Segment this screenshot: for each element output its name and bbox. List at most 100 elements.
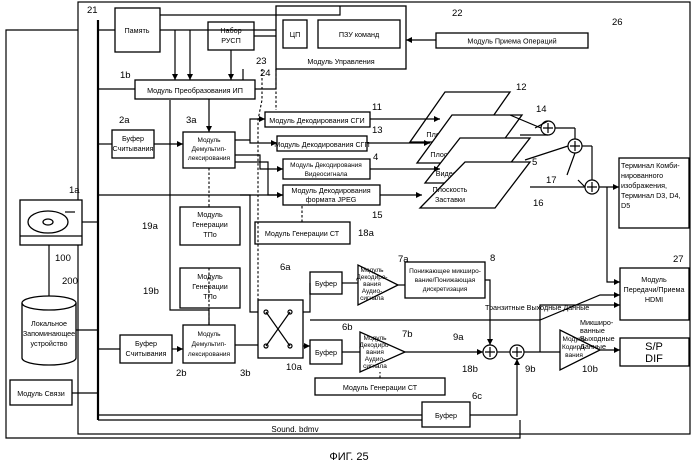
ref-numeral: 5 [532, 157, 537, 168]
control-module-label: Модуль Управления [307, 57, 374, 66]
ref-numeral: 12 [516, 82, 527, 93]
ref-numeral: 6a [280, 262, 291, 273]
video-decode-label-2: Видеосигнала [305, 171, 348, 178]
ref-numeral: 10b [582, 364, 598, 375]
downmix-label-2: вание/Понижающая [415, 277, 476, 284]
audio-dec-b-label-3: вания [366, 349, 384, 356]
ref-numeral: 7a [398, 254, 409, 265]
sgi-decode-label: Модуль Декодирования СГИ [269, 116, 364, 125]
plane-splash-label-2: Заставки [435, 195, 465, 204]
ref-numeral: 200 [62, 276, 78, 287]
read-buffer-b-label-1: Буфер [135, 339, 157, 348]
demux-b-label-3: лексирования [188, 351, 231, 358]
audio-dec-b-label-5: сигнала [363, 363, 387, 370]
terminal-label-4: Терминал D3, D4, [621, 191, 680, 200]
hdmi-label-3: HDMI [645, 295, 663, 304]
buffer-6b-label: Буфер [315, 348, 337, 357]
rom-label: ПЗУ команд [339, 30, 380, 39]
jpeg-decode-label-1: Модуль Декодирования [291, 186, 370, 195]
hdmi-label-2: Передачи/Приема [624, 285, 685, 294]
ref-numeral: 16 [533, 198, 544, 209]
ref-numeral: 4 [373, 152, 378, 163]
figure-caption: ФИГ. 25 [329, 451, 368, 463]
plane-splash-label-1: Плоскость [433, 185, 468, 194]
audio-dec-a-label-3: вания [363, 281, 381, 288]
audio-dec-a-label-2: Декодиро- [356, 274, 387, 281]
read-buffer-a-label-1: Буфер [122, 134, 144, 143]
ref-numeral: 26 [612, 17, 623, 28]
ref-numeral: 19a [142, 221, 159, 232]
comm-module-label: Модуль Связи [17, 389, 65, 398]
tpo-gen-a-label-2: Генерации [192, 220, 228, 229]
ref-numeral: 13 [372, 125, 383, 136]
demux-a-label-1: Модуль [197, 137, 221, 144]
tpo-gen-a-label-3: ТПо [203, 230, 217, 239]
audio-dec-b-label-4: Аудио- [365, 356, 386, 363]
ref-numeral: 9b [525, 364, 536, 375]
spdif-label-1: S/P [645, 341, 663, 353]
ref-numeral: 9a [453, 332, 464, 343]
ref-numeral: 15 [372, 210, 383, 221]
rusp-label-2: РУСП [221, 36, 241, 45]
terminal-label-3: изображения, [621, 181, 667, 190]
audio-dec-a-label-4: Аудио- [362, 288, 383, 295]
tpo-gen-b-label-2: Генерации [192, 282, 228, 291]
audio-dec-b-label-1: Модуль [363, 335, 387, 342]
video-decode-label-1: Модуль Декодирования [290, 162, 362, 169]
st-gen-b-label: Модуль Генерации СТ [343, 383, 418, 392]
ref-numeral: 11 [372, 102, 382, 113]
ref-numeral: 18b [462, 364, 478, 375]
jpeg-decode-label-2: формата JPEG [306, 195, 357, 204]
terminal-label-2: нированного [621, 171, 663, 180]
spdif-label-2: DIF [645, 353, 663, 365]
ref-numeral: 3b [240, 368, 251, 379]
switch-10a [258, 300, 303, 358]
ref-numeral: 2b [176, 368, 187, 379]
tpo-gen-b-label-3: ТПо [203, 292, 217, 301]
ref-numeral: 7b [402, 329, 413, 340]
local-storage-label-1: Локальное [31, 319, 67, 328]
ref-numeral: 2a [119, 115, 130, 126]
audio-dec-a-label-1: Модуль [360, 267, 384, 274]
ref-numeral: 6c [472, 391, 482, 402]
demux-a-label-2: Демультип- [192, 146, 227, 153]
ref-numeral: 17 [546, 175, 557, 186]
transit-out-label: Транзитные Выходные Данные [485, 303, 589, 312]
ref-numeral: 10a [286, 362, 303, 373]
tpo-gen-b-label-1: Модуль [197, 272, 223, 281]
ref-numeral: 14 [536, 104, 547, 115]
ref-numeral: 100 [55, 253, 71, 264]
audio-dec-b-label-2: Декодиро- [359, 342, 390, 349]
downmix-label-1: Понижающее микширо- [409, 268, 481, 275]
ref-numeral: 23 [256, 56, 267, 67]
audio-dec-a-label-5: сигнала [360, 295, 384, 302]
downmix-label-3: дискретизация [423, 286, 468, 293]
demux-a-label-3: лексирования [188, 155, 231, 162]
ref-numeral: 19b [143, 286, 159, 297]
sgp-decode-label: Модуль Декодирования СГП [274, 140, 369, 149]
ref-numeral: 24 [260, 68, 271, 79]
ref-numeral: 22 [452, 8, 463, 19]
read-buffer-a-label-2: Считывания [113, 144, 154, 153]
buffer-6a-label: Буфер [315, 279, 337, 288]
ref-numeral: 1b [120, 70, 131, 81]
ref-numeral: 6b [342, 322, 353, 333]
memory-label: Память [124, 26, 149, 35]
ref-numeral: 1a [69, 185, 80, 196]
hdmi-label-1: Модуль [641, 275, 667, 284]
st-gen-a-label: Модуль Генерации СТ [265, 229, 340, 238]
ref-numeral: 18a [358, 228, 375, 239]
buffer-6c-label: Буфер [435, 411, 457, 420]
op-receive-label: Модуль Приема Операций [467, 37, 556, 46]
demux-b-label-2: Демультип- [192, 341, 227, 348]
terminal-label-5: D5 [621, 201, 630, 210]
ref-numeral: 8 [490, 253, 495, 264]
ref-numeral: 21 [87, 5, 98, 16]
terminal-label-1: Терминал Комби- [621, 161, 680, 170]
read-buffer-b-label-2: Считывания [126, 349, 167, 358]
ip-convert-label: Модуль Преобразования ИП [147, 86, 243, 95]
ref-numeral: 3a [186, 115, 197, 126]
ref-numeral: 27 [673, 254, 684, 265]
demux-b-label-1: Модуль [197, 331, 221, 338]
